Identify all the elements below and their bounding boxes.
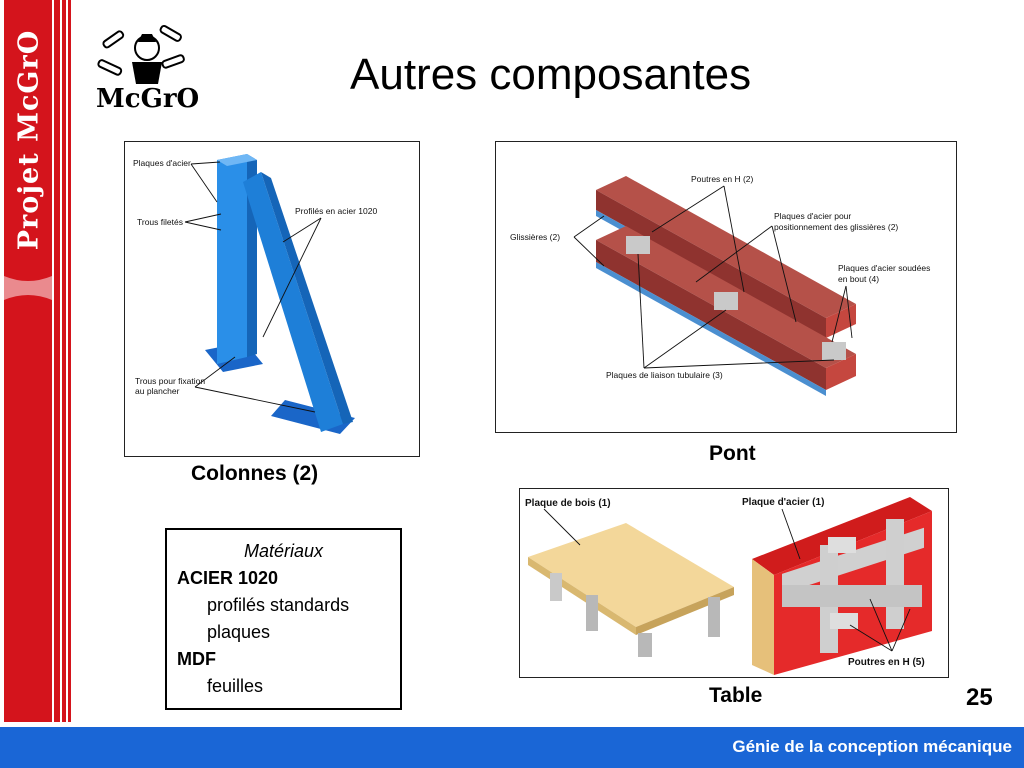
label-plaques-pos-2: positionnement des glissières (2) [774, 222, 898, 232]
colonnes-figure: Plaques d'acier Trous filetés Profilés e… [124, 141, 420, 457]
label-plaques-liaison: Plaques de liaison tubulaire (3) [606, 370, 723, 380]
slide-title: Autres composantes [350, 50, 752, 99]
mcgro-logo [92, 18, 192, 128]
label-plaques-soudees-2: en bout (4) [838, 274, 879, 284]
sidebar-title: Projet McGrO [13, 29, 45, 251]
table-caption: Table [709, 684, 763, 707]
label-plaques-acier: Plaques d'acier [133, 158, 191, 168]
materials-box: Matériaux ACIER 1020 profilés standards … [165, 528, 402, 710]
material-detail: plaques [207, 622, 271, 642]
material-name: ACIER 1020 [177, 568, 279, 588]
table-figure: Plaque de bois (1) Plaque d'acier (1) Po… [519, 488, 949, 678]
logo-text: McGrO [96, 84, 200, 114]
label-poutres-h: Poutres en H (2) [691, 174, 754, 184]
colonnes-caption: Colonnes (2) [191, 462, 319, 485]
pont-figure: Poutres en H (2) Glissières (2) Plaques … [495, 141, 957, 433]
sidebar-brand-bar [0, 0, 74, 722]
pont-caption: Pont [709, 442, 756, 465]
label-trous-fixation-1: Trous pour fixation [135, 376, 205, 386]
page-number: 25 [966, 684, 993, 711]
label-plaques-pos-1: Plaques d'acier pour [774, 211, 851, 221]
label-trous-filetes: Trous filetés [137, 217, 183, 227]
materials-heading: Matériaux [243, 541, 324, 561]
label-plaque-bois: Plaque de bois (1) [525, 498, 611, 509]
footer-bar: Génie de la conception mécanique [0, 727, 1024, 768]
label-poutres-h-table: Poutres en H (5) [848, 657, 925, 668]
material-name: MDF [177, 649, 216, 669]
material-detail: profilés standards [207, 595, 350, 615]
footer-text: Génie de la conception mécanique [732, 737, 1012, 756]
label-plaque-acier: Plaque d'acier (1) [742, 497, 824, 508]
label-trous-fixation-2: au plancher [135, 386, 180, 396]
label-plaques-soudees-1: Plaques d'acier soudées [838, 263, 930, 273]
label-glissieres: Glissières (2) [510, 232, 560, 242]
material-detail: feuilles [207, 676, 264, 696]
label-profiles: Profilés en acier 1020 [295, 206, 377, 216]
